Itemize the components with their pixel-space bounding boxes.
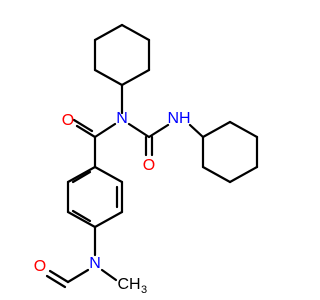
bond xyxy=(93,122,117,139)
bond xyxy=(120,68,151,87)
bond xyxy=(120,23,151,42)
bond xyxy=(228,165,259,184)
bond xyxy=(48,269,70,284)
bond xyxy=(72,118,94,133)
bond xyxy=(75,124,97,139)
bond xyxy=(127,122,151,139)
bond xyxy=(93,23,124,42)
structure-diagram: O N NH O O N CH 3 xyxy=(34,23,259,296)
bond xyxy=(93,68,124,87)
bond xyxy=(66,165,97,184)
bond xyxy=(100,268,118,282)
bond xyxy=(201,120,232,139)
atom-nh-urea: NH xyxy=(167,110,190,127)
methyl-label: CH xyxy=(117,276,140,293)
bond xyxy=(71,170,92,184)
bond xyxy=(201,165,232,184)
atom-o-urea: O xyxy=(143,157,155,174)
atom-n-formyl: N xyxy=(89,255,101,272)
atom-methyl: CH xyxy=(117,276,140,293)
atom-labels: O N NH O O N CH 3 xyxy=(34,110,191,296)
atom-n-amide: N xyxy=(116,110,128,127)
bond xyxy=(93,165,124,184)
bond xyxy=(188,123,205,139)
bond xyxy=(228,120,259,139)
bond xyxy=(147,123,170,139)
bond xyxy=(93,210,124,229)
atom-o-amide: O xyxy=(62,112,74,129)
methyl-subscript: 3 xyxy=(141,284,147,296)
bond xyxy=(66,268,90,284)
bonds xyxy=(45,23,259,289)
bond xyxy=(66,210,97,229)
bond xyxy=(71,209,92,223)
bond xyxy=(45,274,67,289)
atom-o-formyl: O xyxy=(34,258,46,275)
